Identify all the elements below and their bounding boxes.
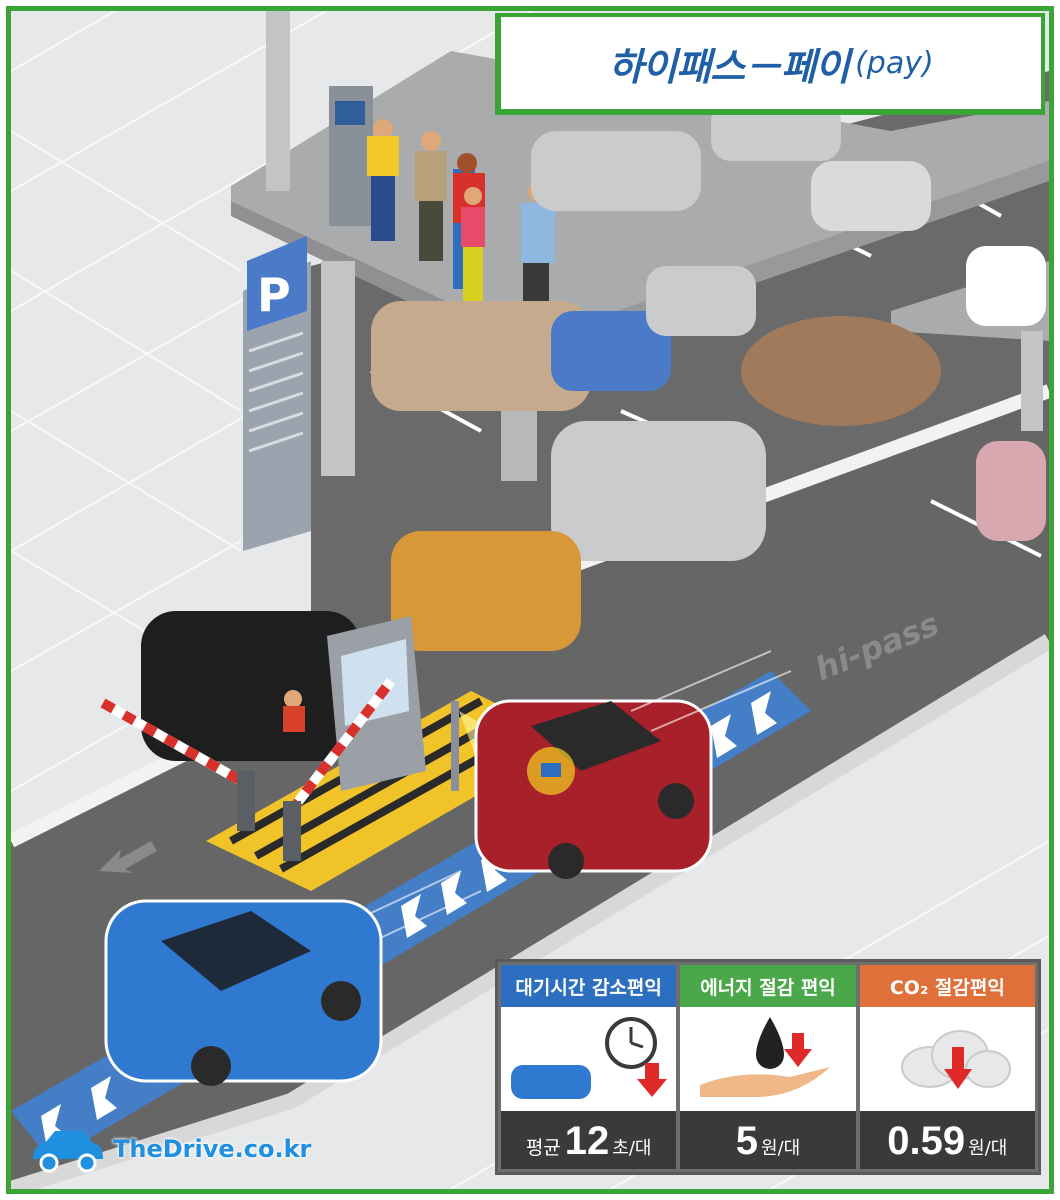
- value-unit: 원/대: [761, 1138, 801, 1160]
- watermark-text: TheDrive.co.kr: [113, 1135, 312, 1163]
- value-number: 12: [564, 1119, 610, 1164]
- benefit-label: 대기시간 감소편익: [501, 965, 677, 1008]
- parked-cars: [371, 101, 1046, 651]
- clock-icon: [605, 1017, 657, 1070]
- parking-lot-illustration: P hi-pass: [11, 11, 1049, 1189]
- benefit-illustration: [680, 1007, 856, 1112]
- benefit-energy: 에너지 절감 편익 5 원/대: [680, 965, 856, 1169]
- benefit-panel: 대기시간 감소편익 평균 12 초/대 에너지 절감 편익: [495, 959, 1041, 1175]
- benefit-illustration: [859, 1007, 1035, 1112]
- black-car: [141, 611, 361, 761]
- down-arrow-icon: [784, 1033, 813, 1068]
- illustration-frame: P hi-pass: [6, 6, 1054, 1194]
- page-title-sub: (pay): [855, 45, 934, 81]
- benefit-value: 5 원/대: [680, 1111, 856, 1169]
- parking-sign: P: [243, 236, 311, 551]
- down-arrow-icon: [637, 1063, 667, 1098]
- value-unit: 초/대: [612, 1138, 652, 1160]
- benefit-waiting-time: 대기시간 감소편익 평균 12 초/대: [501, 965, 677, 1169]
- page-title: 하이패스－페이: [608, 44, 850, 89]
- benefit-value: 0.59 원/대: [859, 1111, 1035, 1169]
- down-arrow-icon: [943, 1047, 972, 1090]
- benefit-label: 에너지 절감 편익: [680, 965, 856, 1008]
- benefit-illustration: [501, 1007, 677, 1112]
- car-logo-icon: [33, 1131, 103, 1173]
- value-number: 5: [735, 1119, 759, 1164]
- benefit-co2: CO₂ 절감편익 0.59 원/대: [859, 965, 1035, 1169]
- benefit-value: 평균 12 초/대: [501, 1111, 677, 1169]
- value-prefix: 평균: [525, 1137, 561, 1160]
- parking-letter: P: [257, 268, 291, 322]
- watermark: TheDrive.co.kr: [27, 1123, 311, 1175]
- benefit-label: CO₂ 절감편익: [859, 965, 1035, 1008]
- red-suv: [474, 699, 713, 879]
- small-car-icon: [511, 1065, 591, 1100]
- blue-car: [104, 899, 383, 1086]
- exit-arrow-icon: [99, 841, 157, 873]
- oil-drop-icon: [756, 1017, 785, 1070]
- title-box: 하이패스－페이 (pay): [495, 13, 1045, 115]
- toll-barrier: [100, 677, 395, 861]
- hand-icon: [700, 1067, 831, 1098]
- value-unit: 원/대: [968, 1138, 1008, 1160]
- value-number: 0.59: [887, 1119, 966, 1164]
